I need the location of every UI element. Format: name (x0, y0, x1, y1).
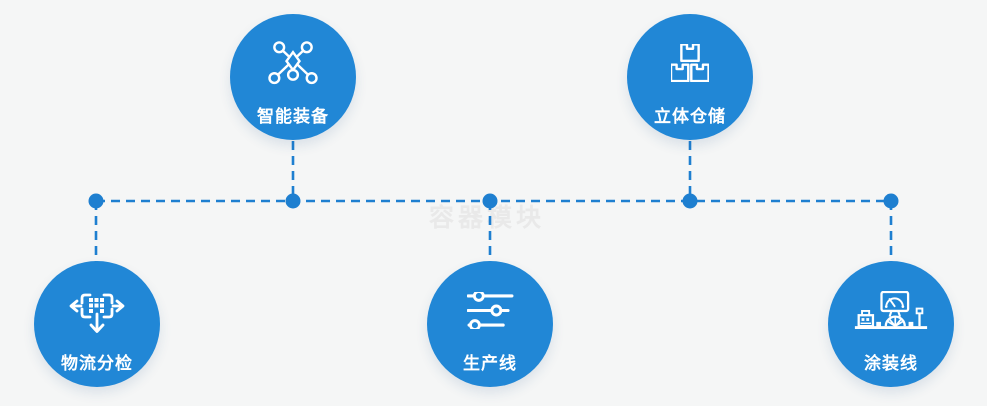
junction-dot (285, 193, 301, 209)
node-label: 生产线 (463, 354, 517, 374)
node-stereo-warehouse: 立体仓储 (627, 14, 753, 140)
junction-dot (883, 193, 899, 209)
node-label: 智能装备 (257, 107, 329, 127)
node-painting-line: 涂装线 (828, 261, 954, 387)
watermark: 容器模块 (428, 203, 546, 232)
node-logistics-sorting: 物流分检 (34, 261, 160, 387)
node-label: 涂装线 (864, 354, 918, 374)
node-label: 物流分检 (61, 354, 133, 374)
sliders-icon (427, 279, 553, 341)
junction-dot (88, 193, 104, 209)
sort-distribute-icon (34, 279, 160, 341)
node-smart-equipment: 智能装备 (230, 14, 356, 140)
stacked-boxes-icon (627, 32, 753, 94)
node-production-line: 生产线 (427, 261, 553, 387)
junction-dot (682, 193, 698, 209)
network-nodes-icon (230, 32, 356, 94)
junction-dot (482, 193, 498, 209)
machine-monitor-icon (828, 279, 954, 341)
node-label: 立体仓储 (654, 107, 726, 127)
